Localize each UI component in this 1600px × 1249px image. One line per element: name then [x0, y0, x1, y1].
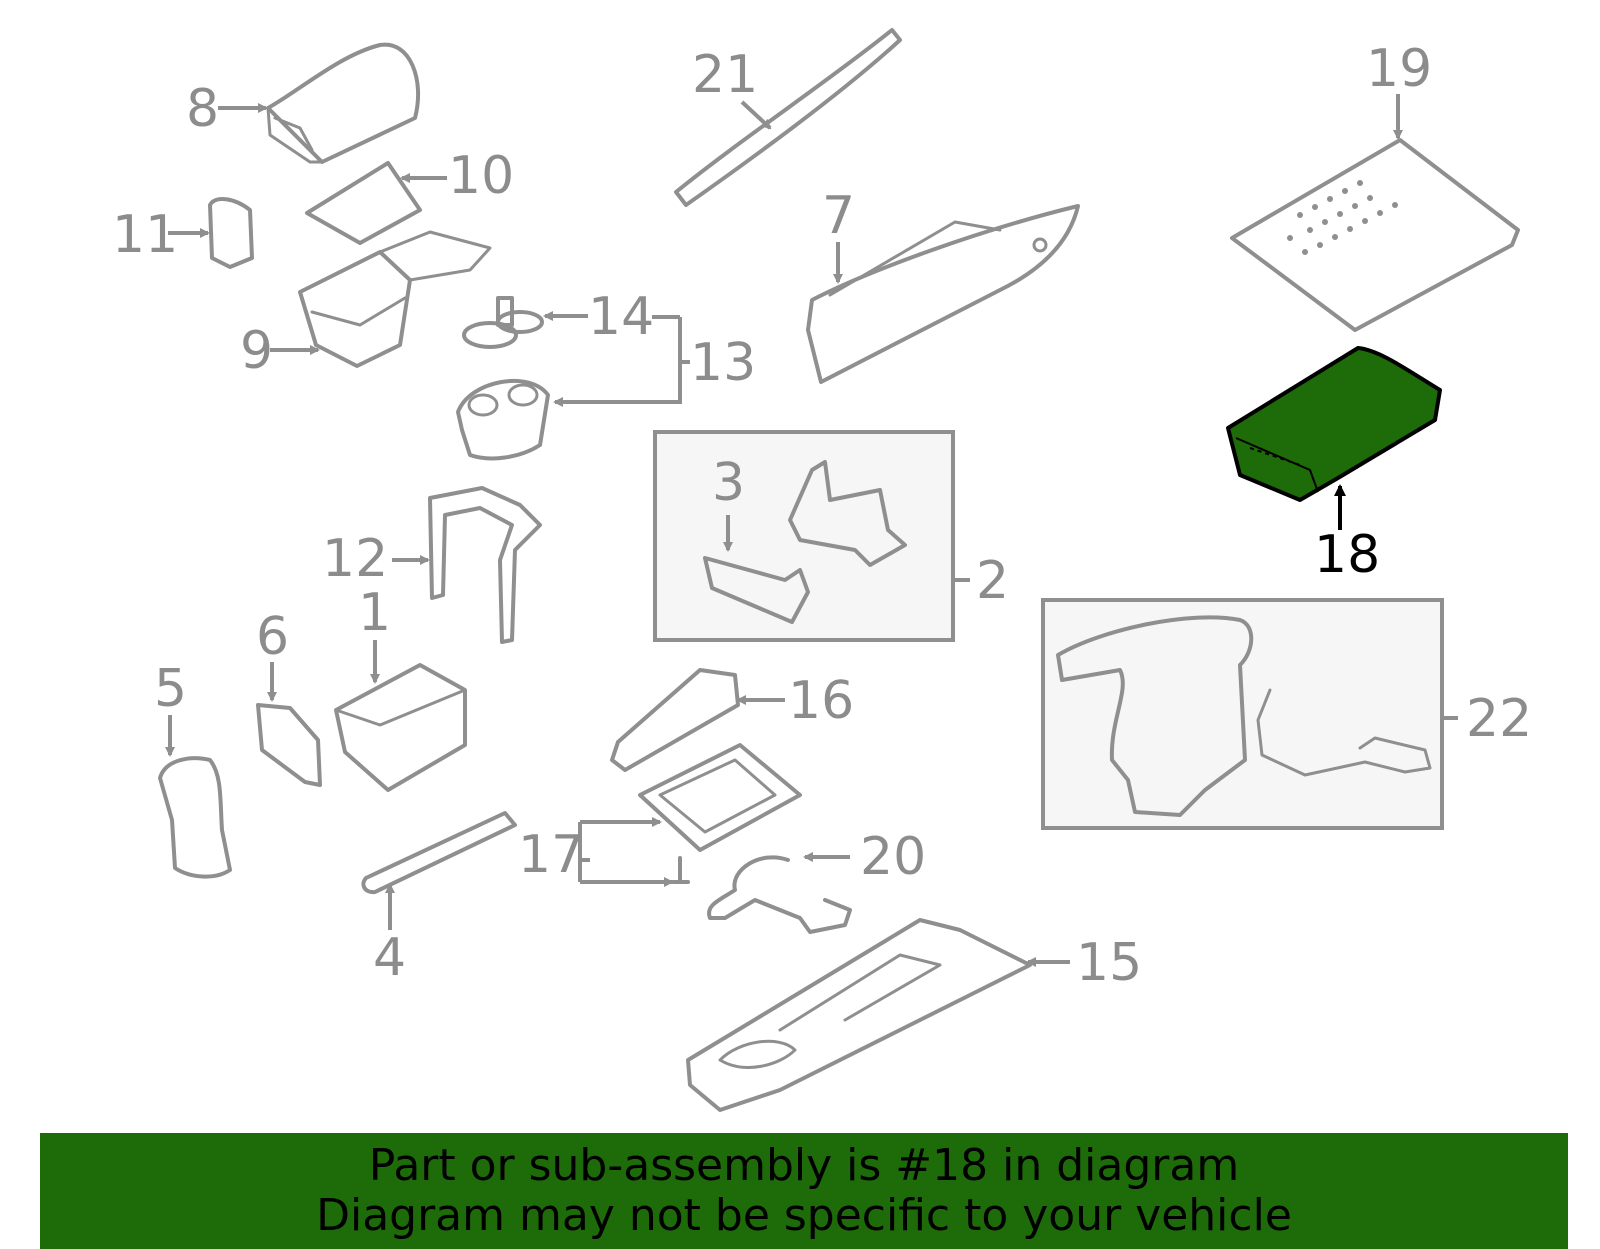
callout-12: 12	[322, 529, 388, 589]
part-9-console-box[interactable]	[298, 230, 492, 368]
callout-13: 13	[690, 333, 756, 393]
info-banner: Part or sub-assembly is #18 in diagram D…	[40, 1133, 1568, 1249]
callout-16: 16	[788, 671, 854, 731]
part-19-tray-mat[interactable]	[1230, 138, 1520, 332]
callout-4: 4	[373, 928, 406, 988]
callout-15: 15	[1076, 933, 1142, 993]
callout-2: 2	[976, 551, 1009, 611]
part-7-side-panel[interactable]	[806, 204, 1080, 384]
part-15-console-body[interactable]	[686, 918, 1032, 1112]
banner-line-1: Part or sub-assembly is #18 in diagram	[368, 1140, 1240, 1191]
banner-line-2: Diagram may not be specific to your vehi…	[316, 1190, 1292, 1241]
part-18-storage-tray[interactable]	[1226, 346, 1442, 502]
callout-19: 19	[1366, 39, 1432, 99]
part-22-shifter[interactable]	[1056, 615, 1432, 817]
part-12-frame[interactable]	[428, 486, 542, 644]
part-14-cup-insert[interactable]	[462, 296, 544, 349]
callout-3: 3	[712, 453, 745, 513]
callout-10: 10	[448, 146, 514, 206]
part-20-wiring[interactable]	[707, 855, 852, 934]
part-4-rail[interactable]	[361, 811, 517, 895]
callout-9: 9	[240, 321, 273, 381]
part-3-bracket[interactable]	[703, 556, 810, 624]
leader-13	[555, 317, 690, 402]
part-17-bezel[interactable]	[638, 743, 802, 884]
part-2-bracket-assembly[interactable]	[788, 460, 907, 567]
part-11-clip[interactable]	[208, 197, 254, 269]
callout-17: 17	[518, 825, 584, 885]
assembly-box-2	[653, 430, 955, 642]
leader-17	[578, 820, 665, 884]
part-10-mat[interactable]	[305, 161, 422, 245]
callout-7: 7	[822, 186, 855, 246]
leader-21	[740, 100, 772, 130]
callout-1: 1	[358, 583, 391, 643]
part-16-switch[interactable]	[610, 668, 740, 772]
part-1-storage-box[interactable]	[334, 663, 467, 792]
callout-5: 5	[154, 659, 187, 719]
callout-18: 18	[1314, 525, 1380, 585]
callout-20: 20	[860, 827, 926, 887]
part-5-shift-knob[interactable]	[158, 756, 232, 879]
part-8-armrest-lid[interactable]	[266, 42, 421, 164]
callout-6: 6	[256, 607, 289, 667]
callout-8: 8	[186, 79, 219, 139]
callout-14: 14	[588, 287, 654, 347]
callout-22: 22	[1466, 689, 1532, 749]
part-6-bracket[interactable]	[256, 703, 322, 787]
part-13-cup-holder[interactable]	[456, 379, 550, 461]
part-21-trim-strip[interactable]	[674, 28, 902, 207]
callout-11: 11	[112, 205, 178, 265]
callout-21: 21	[692, 45, 758, 105]
